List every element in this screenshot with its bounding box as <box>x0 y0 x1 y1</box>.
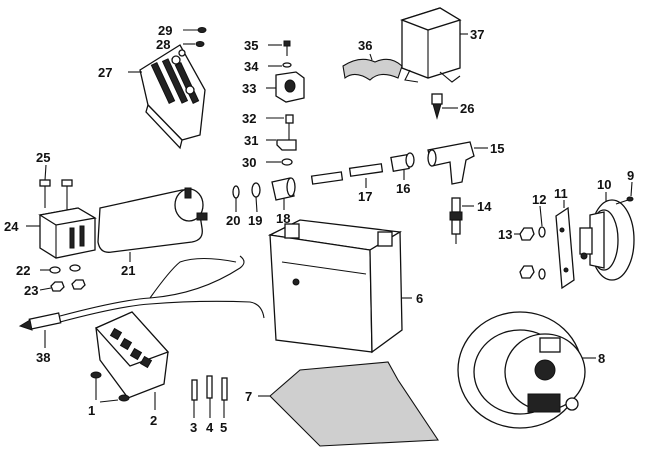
callout-5: 5 <box>220 420 227 435</box>
callout-18: 18 <box>276 211 290 226</box>
callout-1: 1 <box>88 403 95 418</box>
regulator-bracket-part <box>128 44 206 150</box>
spark-plug-boot-15-part <box>427 141 488 185</box>
callout-27: 27 <box>98 65 112 80</box>
washers-22-part <box>40 264 81 274</box>
callout-36: 36 <box>358 38 372 53</box>
battery-mat-7-part <box>258 361 439 447</box>
washer-12-part <box>538 205 546 280</box>
callout-21: 21 <box>121 263 135 278</box>
callout-9: 9 <box>627 168 634 183</box>
ht-lead-17-part <box>310 163 384 188</box>
washer-34-part <box>268 62 292 68</box>
callout-23: 23 <box>24 283 38 298</box>
callout-24: 24 <box>4 219 19 234</box>
callout-26: 26 <box>460 101 474 116</box>
horn-bracket-11-part <box>555 200 575 290</box>
callout-19: 19 <box>248 213 262 228</box>
callout-4: 4 <box>206 420 214 435</box>
callout-35: 35 <box>244 38 258 53</box>
wiring-harness-38-part <box>18 255 265 348</box>
callout-32: 32 <box>242 111 256 126</box>
screw-28-29-part <box>178 27 207 57</box>
regulator-37-part <box>400 7 468 83</box>
callout-37: 37 <box>470 27 484 42</box>
callout-14: 14 <box>477 199 492 214</box>
nut-13-part <box>514 227 535 279</box>
callout-30: 30 <box>242 155 256 170</box>
nuts-23-part <box>39 279 86 292</box>
grommet-19-part <box>251 182 261 213</box>
screw-32-part <box>266 114 294 140</box>
cap-18-part <box>271 177 296 210</box>
bolts-25-part <box>39 164 73 210</box>
callout-3: 3 <box>190 420 197 435</box>
callout-28: 28 <box>156 37 170 52</box>
callout-12: 12 <box>532 192 546 207</box>
battery-6-part <box>267 219 412 354</box>
connector-16-part <box>390 152 415 180</box>
washer-30-part <box>266 158 293 166</box>
callout-17: 17 <box>358 189 372 204</box>
callout-2: 2 <box>150 413 157 428</box>
callout-29: 29 <box>158 23 172 38</box>
callout-20: 20 <box>226 213 240 228</box>
ignition-coil-21-part <box>97 187 208 262</box>
fuse-box-2-part <box>94 311 170 410</box>
ignition-block-24-part <box>26 207 97 259</box>
screw-9-part <box>615 181 634 205</box>
spark-plug-14-part <box>449 197 474 244</box>
callout-13: 13 <box>498 227 512 242</box>
callout-6: 6 <box>416 291 423 306</box>
fuses-3-4-5-part <box>191 375 228 418</box>
bulb-26-part <box>431 93 458 120</box>
callout-10: 10 <box>597 177 611 192</box>
callout-31: 31 <box>244 133 258 148</box>
clip-31-part <box>266 139 297 151</box>
holder-33-part <box>266 71 305 103</box>
alternator-8-part <box>457 311 596 429</box>
callout-25: 25 <box>36 150 50 165</box>
callout-34: 34 <box>244 59 259 74</box>
screws-1-part <box>90 371 130 403</box>
callout-38: 38 <box>36 350 50 365</box>
callout-11: 11 <box>554 186 568 201</box>
rubber-pad-36-part <box>342 53 403 81</box>
callout-16: 16 <box>396 181 410 196</box>
callout-7: 7 <box>245 389 252 404</box>
horn-10-part <box>579 192 635 281</box>
washer-20-part <box>232 185 240 212</box>
screw-35-part <box>268 40 291 56</box>
callout-22: 22 <box>16 263 30 278</box>
callout-33: 33 <box>242 81 256 96</box>
callout-15: 15 <box>490 141 504 156</box>
callout-8: 8 <box>598 351 605 366</box>
